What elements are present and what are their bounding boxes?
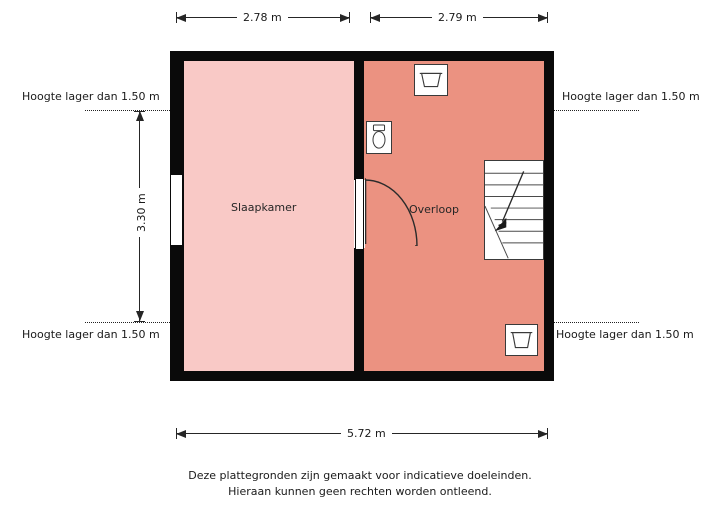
- arrow-down-icon: [136, 311, 144, 321]
- dimension-tick: [134, 321, 145, 322]
- arrow-right-icon: [538, 14, 548, 22]
- window-left: [171, 174, 183, 246]
- dimension-tick: [134, 111, 145, 112]
- disclaimer: Deze plattegronden zijn gemaakt voor ind…: [0, 468, 720, 500]
- height-note-bottom-left: Hoogte lager dan 1.50 m: [22, 328, 160, 341]
- height-note-line-bottom-right: [554, 322, 639, 323]
- disclaimer-line-1: Deze plattegronden zijn gemaakt voor ind…: [188, 469, 532, 482]
- window-middle: [355, 178, 364, 250]
- arrow-left-icon: [176, 14, 186, 22]
- dimension-top-left-label: 2.78 m: [237, 11, 288, 24]
- height-note-top-right: Hoogte lager dan 1.50 m: [562, 90, 700, 103]
- fixture-washbasin-bottom: [505, 324, 538, 356]
- dimension-bottom-label: 5.72 m: [341, 427, 392, 440]
- door-swing-icon: [365, 178, 418, 246]
- fixture-washbasin-top: [414, 64, 448, 96]
- staircase: [484, 160, 544, 260]
- room-label-overloop: Overloop: [409, 203, 459, 216]
- height-note-line-top-right: [554, 110, 639, 111]
- arrow-left-icon: [176, 430, 186, 438]
- height-note-line-bottom-left: [85, 322, 170, 323]
- arrow-up-icon: [136, 111, 144, 121]
- dimension-tick: [349, 12, 350, 23]
- dimension-tick: [547, 428, 548, 439]
- dimension-tick: [176, 12, 177, 23]
- arrow-right-icon: [340, 14, 350, 22]
- dimension-tick: [547, 12, 548, 23]
- dimension-left-vertical-label: 3.30 m: [133, 188, 150, 237]
- dimension-top-right-label: 2.79 m: [432, 11, 483, 24]
- dimension-tick: [370, 12, 371, 23]
- height-note-line-top-left: [85, 110, 170, 111]
- room-label-slaapkamer: Slaapkamer: [231, 201, 297, 214]
- dimension-tick: [176, 428, 177, 439]
- room-slaapkamer: [184, 61, 354, 371]
- fixture-toilet: [366, 121, 392, 154]
- arrow-right-icon: [538, 430, 548, 438]
- arrow-left-icon: [370, 14, 380, 22]
- height-note-bottom-right: Hoogte lager dan 1.50 m: [556, 328, 694, 341]
- height-note-top-left: Hoogte lager dan 1.50 m: [22, 90, 160, 103]
- disclaimer-line-2: Hieraan kunnen geen rechten worden ontle…: [228, 485, 492, 498]
